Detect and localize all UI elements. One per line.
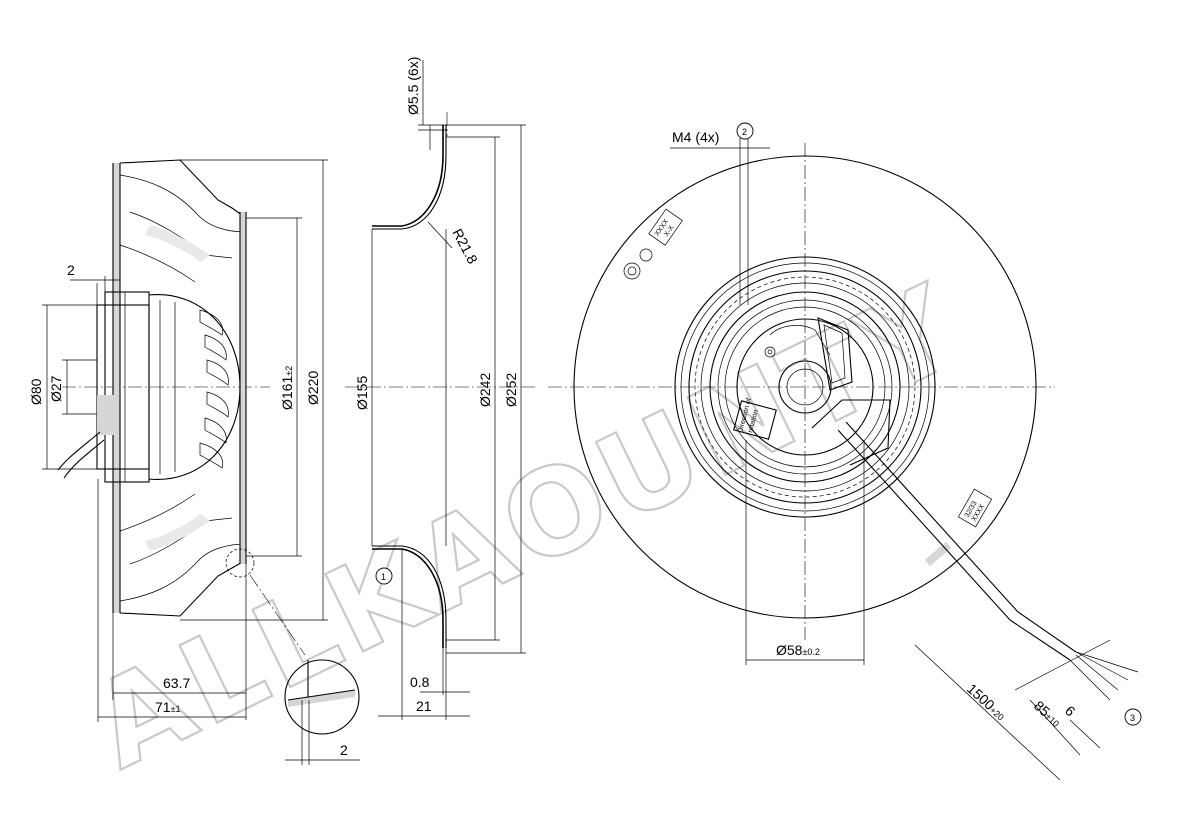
svg-text:Ø155: Ø155 [354, 376, 370, 410]
svg-text:21: 21 [416, 698, 432, 714]
svg-text:63.7: 63.7 [163, 675, 190, 691]
svg-text:R21.8: R21.8 [449, 226, 481, 267]
svg-text:1: 1 [381, 572, 386, 582]
watermark: ALLKAOUNTY [71, 256, 983, 797]
svg-text:Ø58±0.2: Ø58±0.2 [776, 642, 820, 658]
svg-text:85±10: 85±10 [1031, 697, 1064, 729]
svg-text:0.8: 0.8 [410, 674, 430, 690]
callout-1 [375, 567, 393, 585]
svg-text:3: 3 [1130, 713, 1135, 723]
side-view: 2 Ø80 Ø27 Ø161±2 Ø220 63.7 71±1 2 [28, 159, 360, 765]
svg-text:Ø5.5 (6x): Ø5.5 (6x) [405, 57, 421, 115]
svg-text:Ø161±2: Ø161±2 [279, 366, 295, 410]
svg-text:Ø220: Ø220 [305, 371, 321, 405]
svg-text:2: 2 [742, 127, 747, 137]
serial-label: 32/33 XXXX [957, 488, 993, 528]
svg-text:Ø80: Ø80 [28, 378, 44, 405]
svg-text:71±1: 71±1 [155, 699, 181, 715]
callout-3 [1124, 708, 1142, 726]
front-view: Direction of rotation XXXX X-X 32/33 XXX… [548, 122, 1142, 781]
svg-text:2: 2 [340, 742, 348, 758]
svg-text:Ø242: Ø242 [477, 373, 493, 407]
svg-text:Ø252: Ø252 [503, 373, 519, 407]
callout-2 [736, 122, 754, 140]
svg-text:2: 2 [67, 262, 75, 278]
svg-text:Ø27: Ø27 [48, 375, 64, 402]
svg-text:1500+20: 1500+20 [964, 680, 1009, 723]
rating-label: XXXX X-X [648, 208, 683, 246]
cooling-fins [199, 309, 229, 469]
svg-text:M4 (4x): M4 (4x) [672, 129, 719, 145]
svg-text:ALLKAOUNTY: ALLKAOUNTY [72, 257, 982, 795]
svg-text:6: 6 [1062, 702, 1079, 719]
